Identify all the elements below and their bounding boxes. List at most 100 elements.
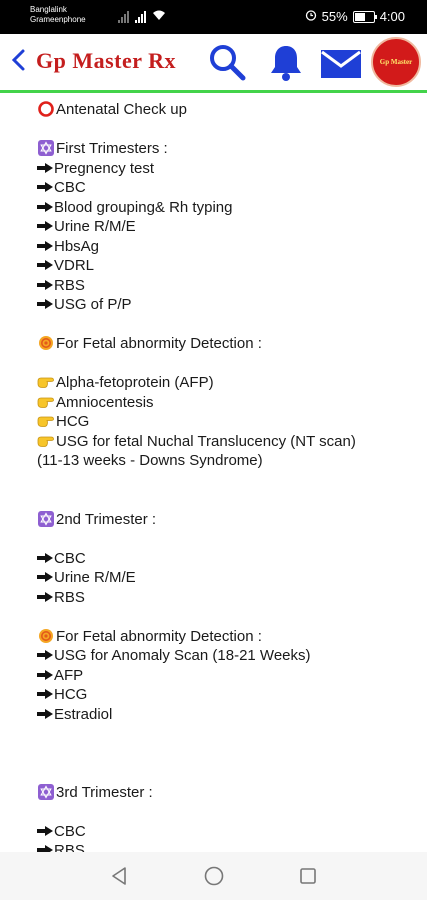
spacer <box>37 354 417 374</box>
pointing-hand-icon <box>37 413 56 430</box>
search-icon <box>210 45 246 81</box>
content-line: HCG <box>37 412 417 432</box>
square-recents-icon <box>300 868 316 884</box>
avatar-label: Gp Master <box>379 58 413 66</box>
content-text: (11-13 weeks - Downs Syndrome) <box>37 452 263 469</box>
spacer <box>37 471 417 491</box>
content-line: HbsAg <box>37 237 417 257</box>
content-line: RBS <box>37 276 417 296</box>
content-line: Antenatal Check up <box>37 100 417 120</box>
content-line: AFP <box>37 666 417 686</box>
signal-2-icon <box>135 11 146 23</box>
nav-back-button[interactable] <box>108 865 130 887</box>
content-line: Urine R/M/E <box>37 217 417 237</box>
star-of-david-icon <box>37 510 56 528</box>
content-line: Estradiol <box>37 705 417 725</box>
content-line: (11-13 weeks - Downs Syndrome) <box>37 451 417 471</box>
right-arrow-icon <box>37 667 54 684</box>
header-divider <box>0 90 427 93</box>
content-line: CBC <box>37 549 417 569</box>
carrier-1: Banglalink <box>30 5 67 14</box>
wifi-icon <box>152 9 166 23</box>
content-text: Urine R/M/E <box>54 218 136 235</box>
content-line: USG for Anomaly Scan (18-21 Weeks) <box>37 646 417 666</box>
right-arrow-icon <box>37 706 54 723</box>
spacer <box>37 724 417 744</box>
right-arrow-icon <box>37 218 54 235</box>
back-button[interactable] <box>8 46 30 74</box>
content-line: Blood grouping& Rh typing <box>37 198 417 218</box>
content-line: 3rd Trimester : <box>37 783 417 803</box>
nav-recents-button[interactable] <box>297 865 319 887</box>
content-text: For Fetal abnormity Detection : <box>56 627 262 645</box>
content-text: Urine R/M/E <box>54 569 136 586</box>
right-arrow-icon <box>37 550 54 567</box>
content-line: 2nd Trimester : <box>37 510 417 530</box>
messages-button[interactable] <box>319 42 363 84</box>
content-text: AFP <box>54 666 84 684</box>
signal-indicators <box>118 9 166 23</box>
star-of-david-icon <box>37 783 56 801</box>
notifications-button[interactable] <box>265 42 307 84</box>
profile-avatar[interactable]: Gp Master <box>371 37 421 87</box>
content-text: CBC <box>54 179 86 196</box>
carrier-names: Banglalink Grameenphone <box>30 5 86 25</box>
right-arrow-icon <box>37 238 54 255</box>
content-text: Pregnency test <box>54 159 155 177</box>
content-line: Amniocentesis <box>37 393 417 413</box>
content-line: VDRL <box>37 256 417 276</box>
right-arrow-icon <box>37 589 54 606</box>
alarm-icon <box>305 9 317 24</box>
right-arrow-icon <box>37 569 54 586</box>
content-line: RBS <box>37 588 417 608</box>
content-text: USG of P/P <box>54 296 132 313</box>
content-text: USG for fetal Nuchal Translucency (NT sc… <box>56 432 356 450</box>
content-text: CBC <box>54 549 86 567</box>
pointing-hand-icon <box>37 374 56 391</box>
app-title: Gp Master Rx <box>36 48 177 73</box>
app-header: Gp Master Rx Gp Master <box>0 34 427 90</box>
content-text: First Trimesters : <box>56 140 168 157</box>
content-text: RBS <box>54 276 85 294</box>
content-text: HbsAg <box>54 237 100 255</box>
right-arrow-icon <box>37 199 54 216</box>
article-content: Antenatal Check up First Trimesters : Preg… <box>37 100 417 861</box>
right-arrow-icon <box>37 257 54 274</box>
nav-home-button[interactable] <box>203 865 225 887</box>
content-text: Blood grouping& Rh typing <box>54 198 233 216</box>
spacer <box>37 120 417 140</box>
right-arrow-icon <box>37 296 54 313</box>
spacer <box>37 802 417 822</box>
battery-percent: 55% <box>321 9 348 24</box>
content-text: HCG <box>56 413 90 430</box>
sun-icon <box>37 335 56 352</box>
sun-icon <box>37 628 56 645</box>
content-line: First Trimesters : <box>37 139 417 159</box>
content-text: HCG <box>54 686 88 703</box>
status-bar: Banglalink Grameenphone 55% 4:00 <box>0 0 427 34</box>
content-line: HCG <box>37 685 417 705</box>
content-text: Alpha-fetoprotein (AFP) <box>56 374 214 391</box>
star-of-david-icon <box>37 140 56 157</box>
content-text: 3rd Trimester : <box>56 783 153 801</box>
spacer <box>37 744 417 764</box>
right-arrow-icon <box>37 647 54 664</box>
red-circle-icon <box>37 101 56 118</box>
chevron-left-icon <box>11 49 25 71</box>
content-text: CBC <box>54 822 86 840</box>
triangle-back-icon <box>112 867 126 885</box>
content-text: VDRL <box>54 257 95 274</box>
content-text: Amniocentesis <box>56 393 154 411</box>
right-arrow-icon <box>37 160 54 177</box>
content-line: For Fetal abnormity Detection : <box>37 334 417 354</box>
right-arrow-icon <box>37 179 54 196</box>
content-line: For Fetal abnormity Detection : <box>37 627 417 647</box>
spacer <box>37 607 417 627</box>
content-line: Pregnency test <box>37 159 417 179</box>
spacer <box>37 490 417 510</box>
battery-icon <box>352 10 377 23</box>
signal-1-icon <box>118 11 129 23</box>
content-line: Alpha-fetoprotein (AFP) <box>37 373 417 393</box>
content-text: For Fetal abnormity Detection : <box>56 335 262 352</box>
search-button[interactable] <box>206 42 248 84</box>
